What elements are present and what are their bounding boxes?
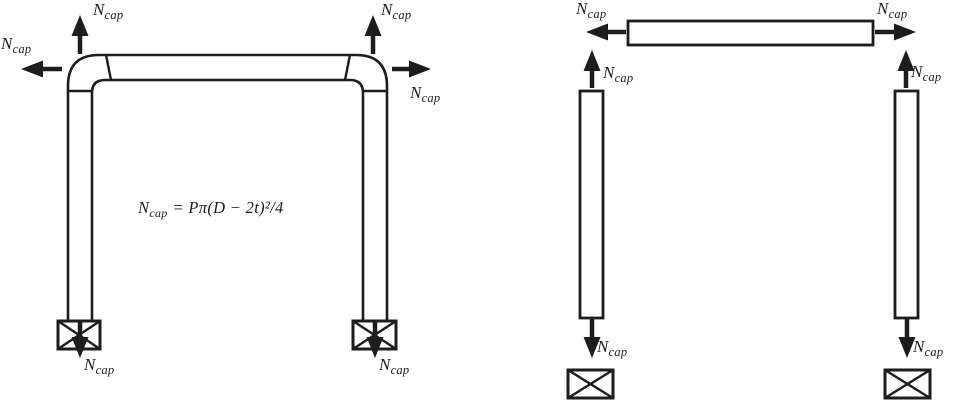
column-member-left — [578, 89, 605, 320]
force-arrow-top-right-up — [364, 15, 382, 54]
force-arrow-column-left-down — [583, 319, 601, 358]
force-arrow-top-left-up — [71, 15, 89, 54]
ncap-label-beam-right: Ncap — [877, 0, 908, 21]
capacity-formula: Ncap = Pπ(D − 2t)²/4 — [138, 198, 284, 220]
joint-line-left-beam — [104, 54, 113, 81]
ncap-label-beam-left: Ncap — [576, 0, 607, 21]
ncap-label-frame-top-left-out: Ncap — [1, 34, 32, 56]
formula-expression: = Pπ(D − 2t)²/4 — [172, 198, 284, 217]
ncap-label-frame-bottom-right: Ncap — [379, 355, 410, 377]
ncap-label-frame-top-right-out: Ncap — [410, 83, 441, 105]
ncap-label-column-left-top: Ncap — [603, 63, 634, 85]
right-diagram-members — [566, 19, 932, 400]
force-arrow-column-right-up — [897, 50, 915, 88]
ncap-label-frame-top-left-up: Ncap — [93, 0, 124, 22]
left-diagram-frame — [21, 15, 431, 358]
formula-symbol: N — [138, 198, 150, 217]
force-arrow-bottom-left-down — [71, 320, 89, 358]
formula-subscript: cap — [149, 206, 168, 220]
support-box-detached-right — [883, 368, 932, 400]
pipe-frame-outer-outline — [66, 53, 389, 321]
ncap-label-column-right-top: Ncap — [911, 62, 942, 84]
ncap-label-column-left-bottom: Ncap — [597, 337, 628, 359]
force-arrow-column-left-up — [583, 50, 601, 88]
force-arrow-bottom-right-down — [366, 320, 384, 358]
force-arrow-top-right-out — [392, 60, 431, 78]
column-member-right — [893, 89, 920, 320]
force-arrow-beam-right — [875, 23, 916, 41]
joint-line-right-beam — [343, 54, 352, 81]
force-arrow-top-left-out — [21, 60, 62, 78]
ncap-label-frame-bottom-left: Ncap — [84, 355, 115, 377]
force-arrow-beam-left — [586, 23, 626, 41]
support-box-detached-left — [566, 368, 615, 400]
pipe-frame-inner-outline — [90, 78, 365, 321]
ncap-label-frame-top-right-up: Ncap — [381, 0, 412, 22]
beam-member — [626, 19, 875, 47]
force-arrow-column-right-down — [898, 319, 916, 358]
ncap-label-column-right-bottom: Ncap — [913, 337, 944, 359]
